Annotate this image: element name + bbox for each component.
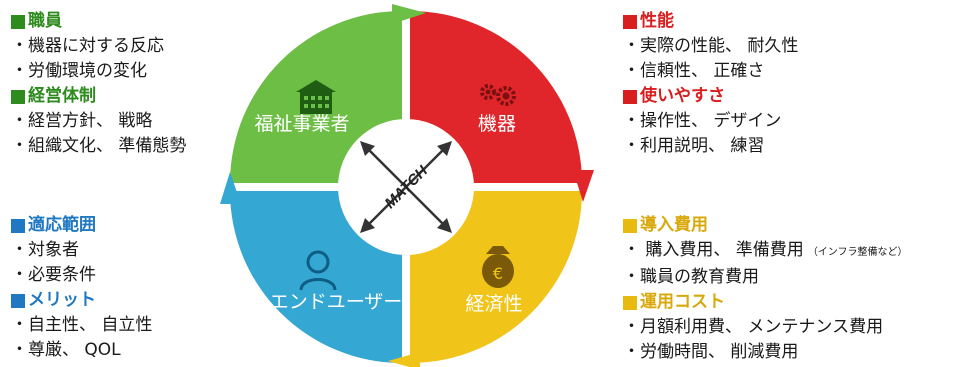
heading-text: 経営体制 <box>28 86 96 106</box>
cycle-arrowhead-bottom <box>388 352 420 367</box>
cycle-arrowhead-left <box>220 172 241 204</box>
quadrant-label-economy: 経済性 <box>465 293 522 315</box>
list-item: 操作性、 デザイン <box>623 109 798 134</box>
heading-text: 導入費用 <box>640 215 708 235</box>
list-item: 必要条件 <box>11 263 152 288</box>
list-item-note: （インフラ整備など） <box>807 247 908 258</box>
list-item: 自主性、 自立性 <box>11 313 152 338</box>
heading-text: メリット <box>28 290 96 310</box>
heading-management: 経営体制 <box>11 84 186 109</box>
list-item: 信頼性、 正確さ <box>623 59 798 84</box>
green-square-icon <box>11 14 25 29</box>
list-item: 対象者 <box>11 238 152 263</box>
heading-scope: 適応範囲 <box>11 213 152 238</box>
cycle-arrowhead-top <box>392 4 426 24</box>
heading-text: 運用コスト <box>640 292 725 312</box>
panel-enduser: 適応範囲 対象者 必要条件 メリット 自主性、 自立性 尊厳、 QOL <box>11 213 152 363</box>
arrowhead-sw <box>360 218 375 233</box>
panel-staff: 職員 機器に対する反応 労働環境の変化 経営体制 経営方針、 戦略 組織文化、 … <box>11 9 186 159</box>
money-bag-icon: € <box>482 246 514 288</box>
blue-square-icon <box>11 218 25 233</box>
quadrant-label-device: 機器 <box>478 113 516 135</box>
list-item: 実際の性能、 耐久性 <box>623 34 798 59</box>
green-square-icon <box>11 89 25 104</box>
list-item-text: 購入費用、 準備費用 <box>645 240 804 260</box>
yellow-square-icon <box>623 218 637 233</box>
list-item: 購入費用、 準備費用（インフラ整備など） <box>623 238 908 265</box>
quadrant-label-staff: 福祉事業者 <box>254 113 349 135</box>
heading-introduction-cost: 導入費用 <box>623 213 908 238</box>
yellow-square-icon <box>623 295 637 310</box>
arrowhead-se <box>437 218 452 233</box>
heading-operating-cost: 運用コスト <box>623 290 908 315</box>
person-icon <box>299 250 337 291</box>
list-item: 機器に対する反応 <box>11 34 186 59</box>
list-item: 利用説明、 練習 <box>623 134 798 159</box>
list-item: 組織文化、 準備態勢 <box>11 134 186 159</box>
match-arrows <box>363 144 449 230</box>
heading-text: 職員 <box>28 11 62 31</box>
list-item: 経営方針、 戦略 <box>11 109 186 134</box>
list-item: 尊厳、 QOL <box>11 338 152 363</box>
heading-staff: 職員 <box>11 9 186 34</box>
building-icon <box>296 80 336 114</box>
heading-text: 適応範囲 <box>28 215 96 235</box>
panel-economy: 導入費用 購入費用、 準備費用（インフラ整備など） 職員の教育費用 運用コスト … <box>623 213 908 365</box>
heading-text: 使いやすさ <box>640 86 725 106</box>
arrowhead-ne <box>437 141 452 156</box>
red-square-icon <box>623 89 637 104</box>
gears-icon <box>480 84 516 106</box>
quadrant-label-enduser: エンドユーザー <box>270 291 403 313</box>
svg-text:€: € <box>493 264 503 283</box>
panel-device: 性能 実際の性能、 耐久性 信頼性、 正確さ 使いやすさ 操作性、 デザイン 利… <box>623 9 798 159</box>
list-item: 月額利用費、 メンテナンス費用 <box>623 315 908 340</box>
list-item: 労働時間、 削減費用 <box>623 340 908 365</box>
heading-performance: 性能 <box>623 9 798 34</box>
heading-usability: 使いやすさ <box>623 84 798 109</box>
list-item: 職員の教育費用 <box>623 265 908 290</box>
heading-text: 性能 <box>640 11 674 31</box>
cycle-arrowhead-right <box>573 170 594 202</box>
arrowhead-nw <box>360 141 375 156</box>
red-square-icon <box>623 14 637 29</box>
heading-merit: メリット <box>11 288 152 313</box>
list-item: 労働環境の変化 <box>11 59 186 84</box>
blue-square-icon <box>11 293 25 308</box>
